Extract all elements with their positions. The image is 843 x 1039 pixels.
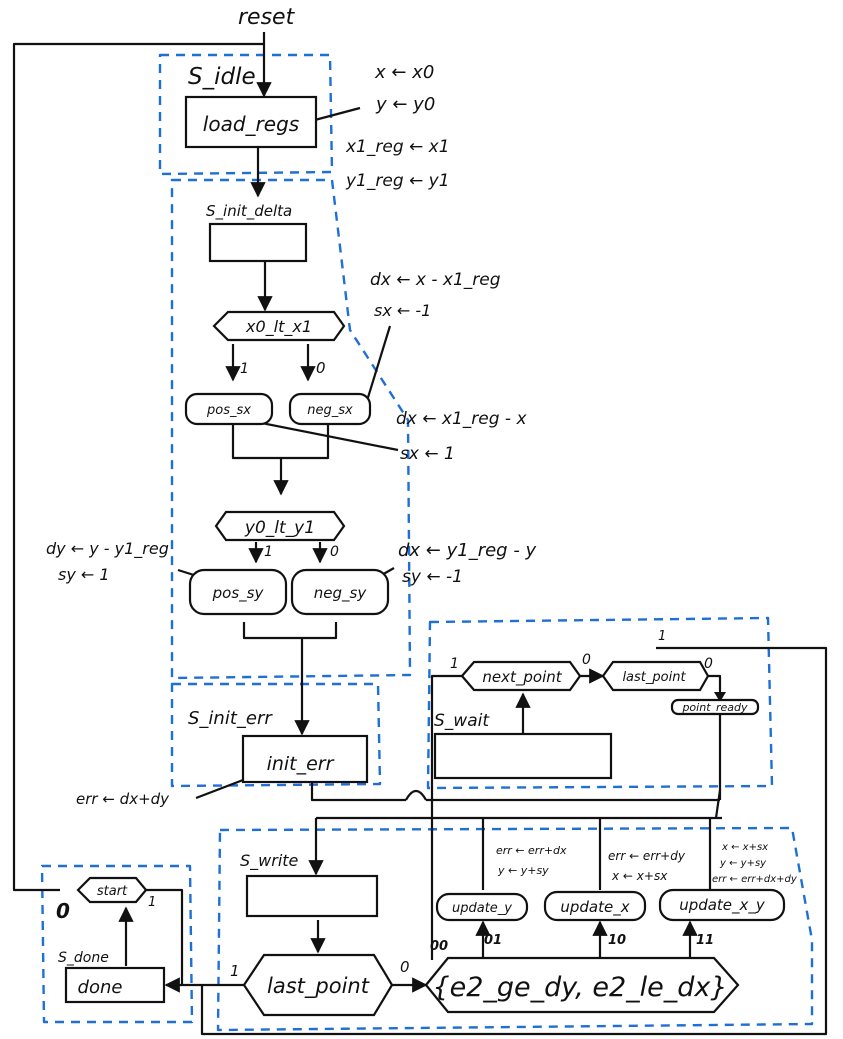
state-name-init-err: S_init_err (188, 708, 273, 729)
branch-10: 10 (608, 933, 626, 948)
decision-error-cond-label: {e2_ge_dy, e2_le_dx} (432, 972, 727, 1003)
state-name-write: S_write (240, 851, 299, 871)
branch-y-zero: 0 (330, 544, 339, 560)
load-regs-label: load_regs (203, 112, 299, 136)
decision-next-point-label: next_point (482, 668, 562, 687)
decision-start (76, 876, 148, 904)
neg-sy-label: neg_sy (314, 584, 368, 603)
branch-start-zero: 0 (56, 899, 70, 923)
init-err-box (241, 734, 369, 784)
idle-assign-3: y1_reg ← y1 (345, 171, 450, 191)
neg-sx-label: neg_sx (307, 403, 353, 418)
branch-write-last-zero: 0 (400, 958, 410, 976)
update-x-y-box (658, 888, 786, 922)
branch-last-wait-zero: 0 (704, 656, 713, 672)
branch-x-zero: 0 (316, 359, 326, 377)
neg-sy-box (290, 568, 390, 616)
update-x-y-label: update_x_y (679, 896, 766, 915)
point-ready-box (670, 698, 760, 716)
update-y-box (435, 892, 529, 922)
decision-last-point-wait (601, 660, 710, 692)
branch-00: 00 (430, 939, 448, 954)
state-region-wait (426, 616, 774, 790)
state-region-done (40, 864, 194, 1024)
decision-start-label: start (97, 884, 128, 899)
branch-next-zero: 0 (582, 652, 591, 668)
decision-y0-lt-y1-label: y0_lt_y1 (244, 518, 315, 538)
idle-assign-2: x1_reg ← x1 (345, 137, 450, 157)
pos-sx-assign-1: sx ← 1 (400, 444, 455, 464)
load-regs-box (184, 95, 318, 149)
neg-sy-assign-0: dx ← y1_reg - y (398, 540, 537, 561)
pos-sx-box (184, 392, 274, 426)
done-box (64, 966, 166, 1004)
state-region-init-err (170, 682, 382, 788)
init-err-assign: err ← dx+dy (76, 790, 170, 808)
update-x-y-assign-0: x ← x+sx (721, 842, 768, 853)
decision-last-point-write (242, 953, 394, 1017)
decision-next-point (460, 660, 582, 692)
update-x-y-assign-2: err ← err+dx+dy (712, 874, 798, 885)
state-region-init-delta (170, 178, 412, 680)
state-name-idle: S_idle (188, 64, 256, 90)
state-region-idle (158, 53, 334, 176)
state-name-init-delta: S_init_delta (206, 202, 292, 221)
state-name-done: S_done (58, 950, 109, 966)
decision-last-point-wait-label: last_point (622, 670, 686, 685)
branch-x-one: 1 (240, 361, 249, 377)
update-x-assign-1: x ← x+sx (611, 869, 668, 883)
write-box (245, 874, 379, 918)
branch-11: 11 (696, 933, 714, 948)
branch-y-one: 1 (264, 544, 273, 560)
pos-sy-label: pos_sy (212, 584, 265, 603)
pos-sx-label: pos_sx (206, 403, 251, 418)
decision-last-point-write-label: last_point (267, 974, 370, 999)
decision-y0-lt-y1 (214, 510, 346, 542)
update-y-label: update_y (452, 901, 512, 916)
pos-sy-assign-1: sy ← 1 (58, 565, 110, 584)
point-ready-label: point_ready (681, 701, 748, 714)
idle-assign-1: y ← y0 (375, 94, 435, 115)
init-delta-box (208, 222, 308, 263)
branch-write-last-one: 1 (230, 962, 240, 980)
neg-sx-assign-1: sx ← -1 (374, 301, 431, 320)
done-label: done (78, 977, 123, 998)
branch-01: 01 (484, 933, 502, 948)
update-y-assign-1: y ← y+sy (497, 864, 549, 877)
update-x-assign-0: err ← err+dy (608, 849, 686, 863)
neg-sx-box (288, 392, 372, 426)
neg-sy-assign-1: sy ← -1 (402, 567, 463, 587)
init-err-label: init_err (267, 753, 335, 775)
pos-sx-assign-0: dx ← x1_reg - x (396, 409, 527, 429)
update-x-y-assign-1: y ← y+sy (719, 858, 767, 869)
pos-sy-box (188, 568, 288, 616)
wait-box (433, 732, 613, 780)
branch-next-one: 1 (450, 656, 459, 672)
branch-start-one: 1 (148, 895, 156, 910)
update-x-box (543, 890, 647, 922)
state-region-write (216, 826, 814, 1032)
state-name-wait: S_wait (434, 711, 490, 731)
update-y-assign-0: err ← err+dx (496, 844, 567, 857)
pos-sy-assign-0: dy ← y - y1_reg (46, 539, 169, 559)
neg-sx-assign-0: dx ← x - x1_reg (370, 270, 501, 290)
decision-error-cond (424, 956, 740, 1014)
decision-x0-lt-x1 (212, 310, 346, 342)
update-x-label: update_x (560, 898, 629, 917)
reset-label: reset (238, 5, 296, 30)
branch-last-wait-one: 1 (658, 629, 666, 644)
decision-x0-lt-x1-label: x0_lt_x1 (245, 317, 312, 337)
idle-assign-0: x ← x0 (374, 62, 434, 83)
